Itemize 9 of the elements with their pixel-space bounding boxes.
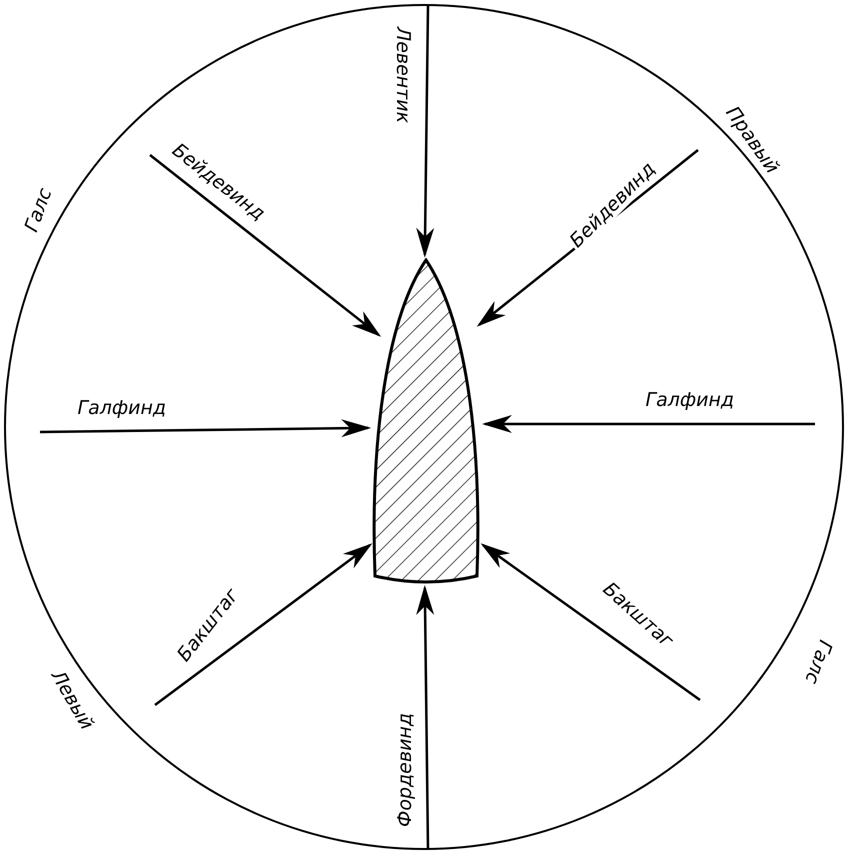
edge-label: Фордевинд	[394, 711, 416, 829]
circle-outline	[4, 4, 844, 850]
arrow	[40, 419, 372, 438]
arrow	[149, 154, 382, 337]
arrow	[482, 414, 815, 433]
arrow	[416, 6, 434, 258]
arrow	[480, 543, 701, 702]
arrow	[154, 543, 372, 706]
arrow	[416, 584, 434, 850]
